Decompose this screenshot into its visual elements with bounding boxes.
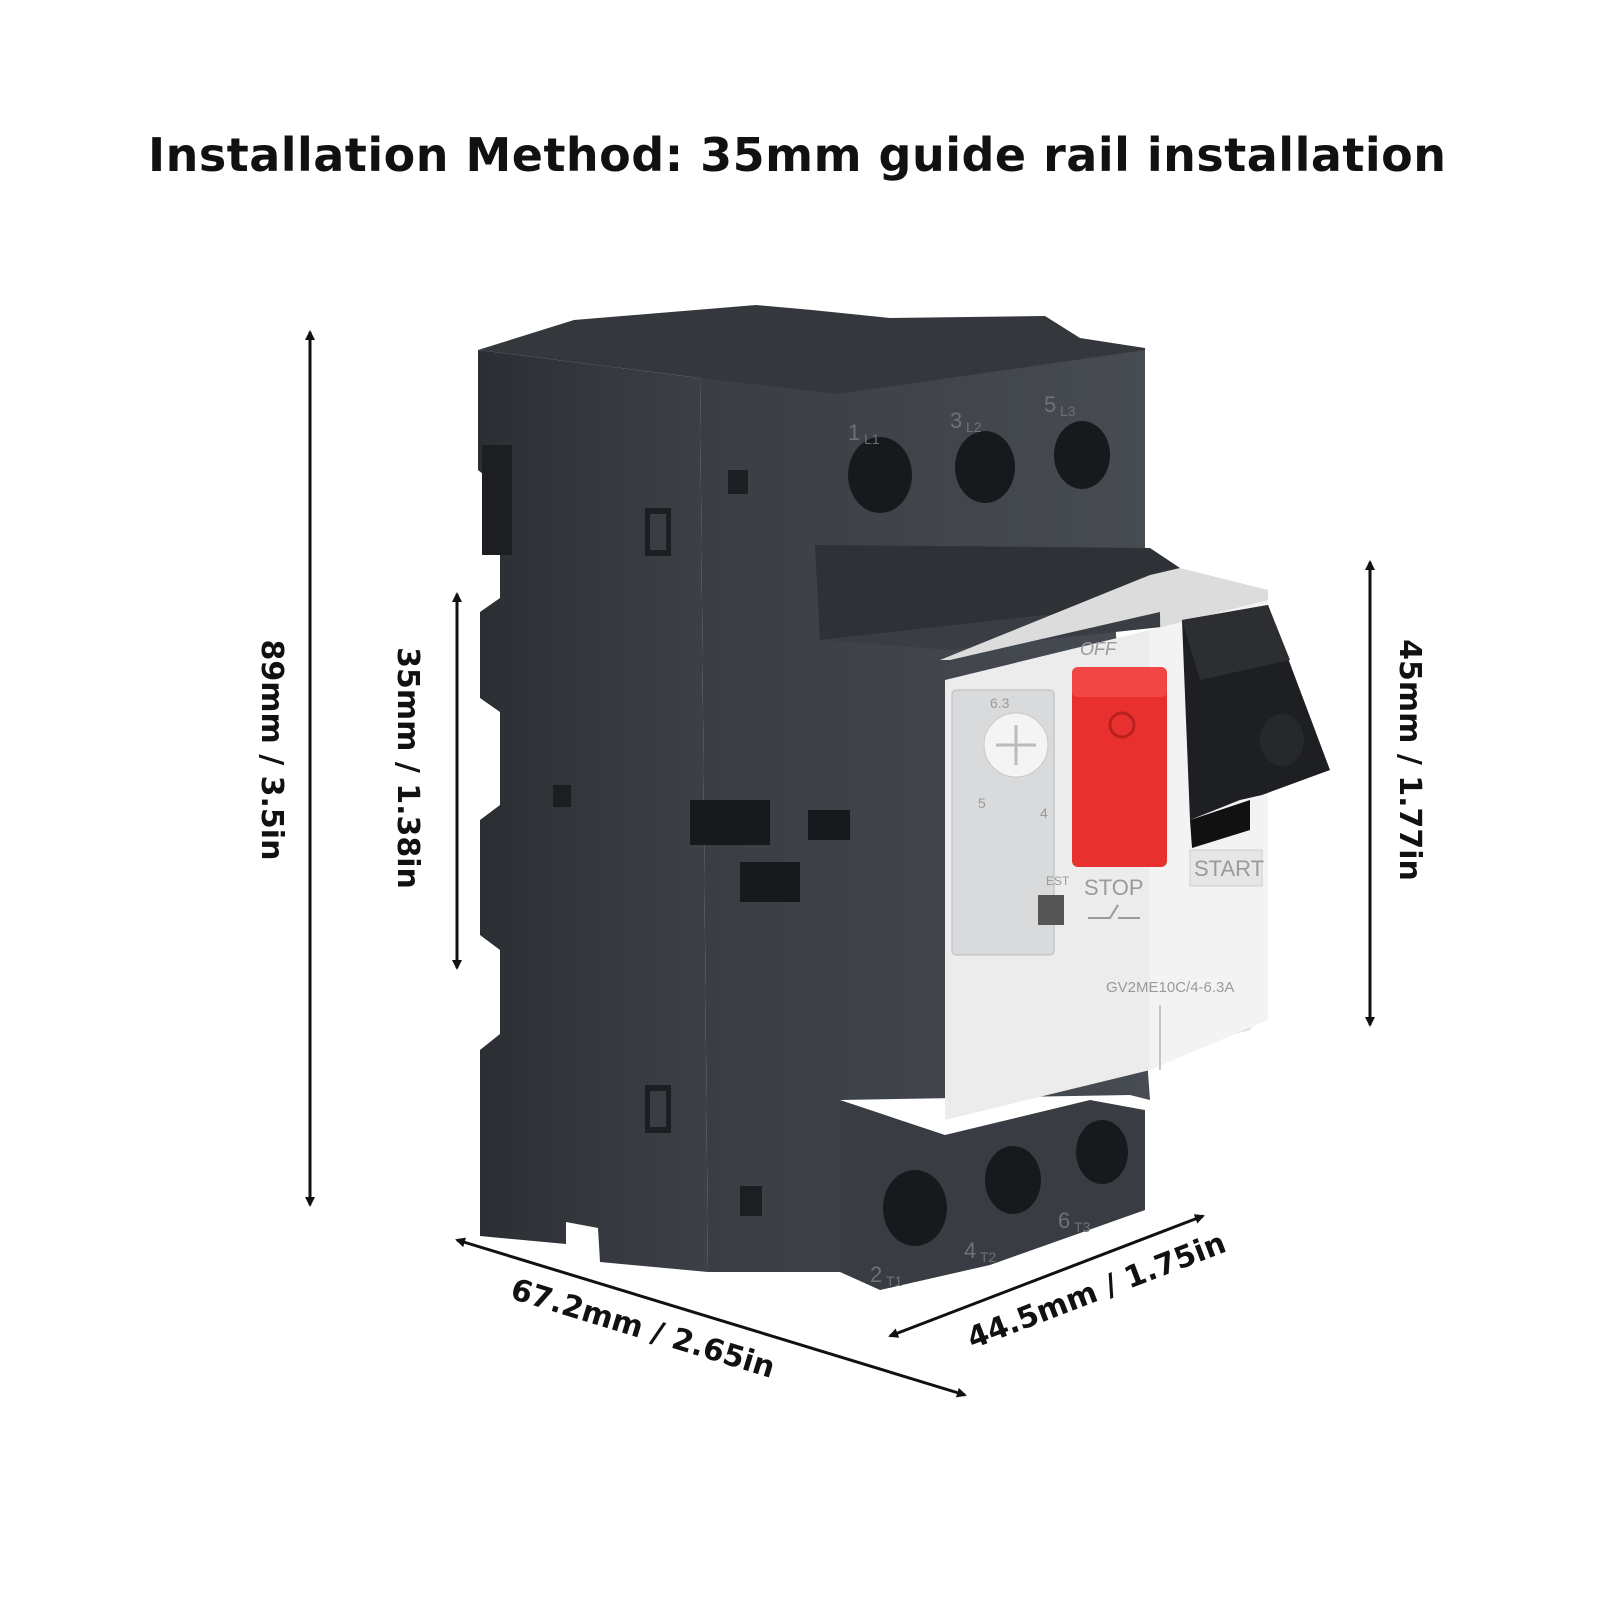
- page-title: Installation Method: 35mm guide rail ins…: [148, 128, 1447, 182]
- svg-text:2: 2: [870, 1262, 882, 1287]
- svg-text:OFF: OFF: [1080, 639, 1117, 659]
- svg-text:T2: T2: [980, 1249, 997, 1265]
- svg-text:6: 6: [1058, 1208, 1070, 1233]
- svg-text:L3: L3: [1060, 403, 1076, 419]
- svg-text:T3: T3: [1074, 1219, 1091, 1235]
- depth-arrow: [455, 1237, 967, 1398]
- rail-height-label: 35mm / 1.38in: [390, 647, 425, 889]
- svg-text:5: 5: [1044, 392, 1056, 417]
- svg-text:4: 4: [1040, 805, 1048, 821]
- top-terminal-holes: [848, 421, 1110, 513]
- front-height-label: 45mm / 1.77in: [1392, 639, 1427, 881]
- svg-text:STOP: STOP: [1084, 875, 1144, 900]
- width-arrow: [888, 1214, 1205, 1338]
- depth-label: 67.2mm / 2.65in: [507, 1272, 779, 1386]
- svg-text:4: 4: [964, 1238, 976, 1263]
- stop-button: [1072, 667, 1167, 867]
- svg-text:EST: EST: [1046, 874, 1070, 888]
- svg-text:1: 1: [848, 420, 860, 445]
- svg-text:GV2ME10C/4-6.3A: GV2ME10C/4-6.3A: [1106, 979, 1234, 996]
- bottom-terminal-holes: [883, 1120, 1128, 1246]
- dimension-arrows: [305, 330, 1375, 1398]
- svg-text:6.3: 6.3: [990, 695, 1010, 711]
- circuit-breaker: 1 L1 3 L2 5 L3 2 T1 4 T2 6 T3: [478, 305, 1330, 1290]
- svg-text:START: START: [1194, 856, 1264, 881]
- breaker-side-panel: [478, 350, 708, 1272]
- svg-text:T1: T1: [886, 1273, 903, 1289]
- svg-text:5: 5: [978, 795, 986, 811]
- svg-text:L2: L2: [966, 419, 982, 435]
- svg-text:L1: L1: [864, 431, 880, 447]
- height-total-label: 89mm / 3.5in: [254, 640, 289, 861]
- svg-text:3: 3: [950, 408, 962, 433]
